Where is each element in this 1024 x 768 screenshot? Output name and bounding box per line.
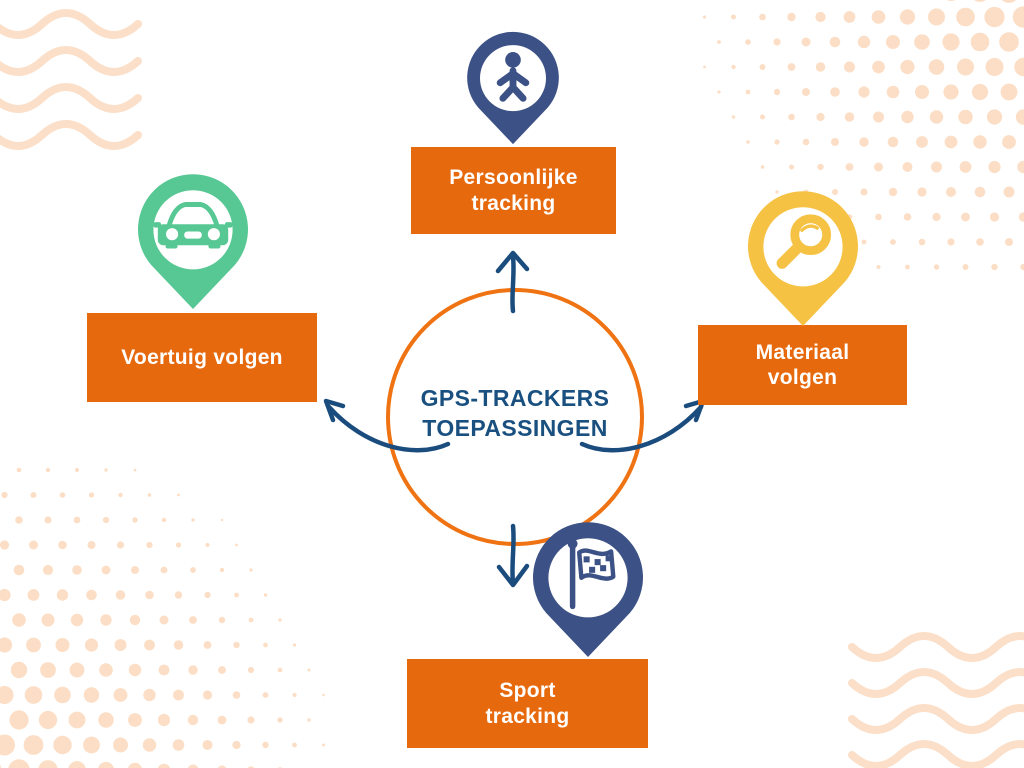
- node-label: Persoonlijke: [449, 166, 578, 190]
- node-label: Voertuig volgen: [121, 345, 283, 369]
- node-label: Sport: [499, 679, 556, 703]
- node-materiaal-volgen: Materiaal volgen: [698, 325, 907, 405]
- node-persoonlijke-tracking: Persoonlijke tracking: [411, 147, 616, 234]
- center-title: GPS-TRACKERS TOEPASSINGEN: [355, 384, 675, 444]
- node-label: tracking: [485, 704, 570, 728]
- node-sport-tracking: Sport tracking: [407, 659, 648, 748]
- arrow-left-icon: [323, 398, 451, 453]
- arrow-down-icon: [496, 523, 530, 588]
- node-voertuig-volgen: Voertuig volgen: [87, 313, 317, 402]
- node-label: Materiaal: [755, 340, 850, 364]
- center-title-line: TOEPASSINGEN: [422, 414, 608, 441]
- center-title-line: GPS-TRACKERS: [420, 385, 610, 411]
- person-pin-icon: [467, 31, 559, 145]
- flag-pin-icon: [533, 522, 643, 657]
- halftone-dots-bottom-left: [0, 467, 325, 768]
- halftone-dots-top-right: [702, 0, 1024, 271]
- waves-top-left: [0, 9, 142, 150]
- car-pin-icon: [138, 174, 248, 309]
- waves-bottom-right: [848, 632, 1024, 768]
- magnifier-pin-icon: [748, 191, 858, 326]
- node-label: volgen: [767, 366, 838, 389]
- node-label: tracking: [471, 191, 556, 215]
- arrow-up-icon: [495, 250, 530, 314]
